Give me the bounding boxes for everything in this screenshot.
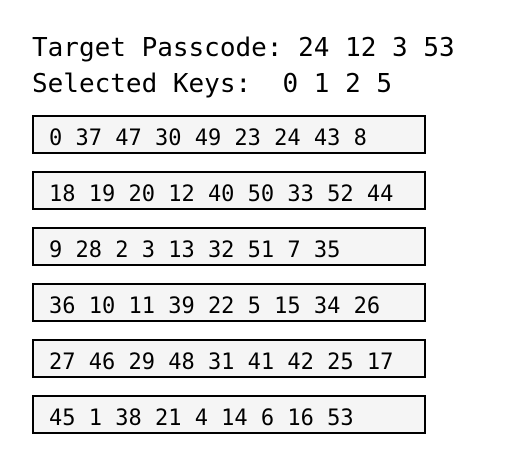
target-passcode-line: Target Passcode: 24 12 3 53 (32, 33, 455, 63)
key-row-3[interactable]: 36 10 11 39 22 5 15 34 26 (32, 283, 426, 322)
selected-keys-label: Selected Keys: (32, 69, 252, 99)
key-row-text: 45 1 38 21 4 14 6 16 53 (49, 406, 354, 431)
selected-keys-value: 0 1 2 5 (266, 69, 393, 99)
key-row-4[interactable]: 27 46 29 48 31 41 42 25 17 (32, 339, 426, 378)
key-row-text: 36 10 11 39 22 5 15 34 26 (49, 294, 381, 319)
key-row-text: 27 46 29 48 31 41 42 25 17 (49, 350, 394, 375)
key-row-text: 18 19 20 12 40 50 33 52 44 (49, 182, 394, 207)
key-row-text: 9 28 2 3 13 32 51 7 35 (49, 238, 341, 263)
key-row-5[interactable]: 45 1 38 21 4 14 6 16 53 (32, 395, 426, 434)
target-passcode-label: Target Passcode: (32, 33, 283, 63)
key-row-text: 0 37 47 30 49 23 24 43 8 (49, 126, 367, 151)
selected-keys-line: Selected Keys: 0 1 2 5 (32, 69, 392, 99)
key-row-2[interactable]: 9 28 2 3 13 32 51 7 35 (32, 227, 426, 266)
key-row-1[interactable]: 18 19 20 12 40 50 33 52 44 (32, 171, 426, 210)
target-passcode-value: 24 12 3 53 (298, 33, 455, 63)
key-row-0[interactable]: 0 37 47 30 49 23 24 43 8 (32, 115, 426, 154)
